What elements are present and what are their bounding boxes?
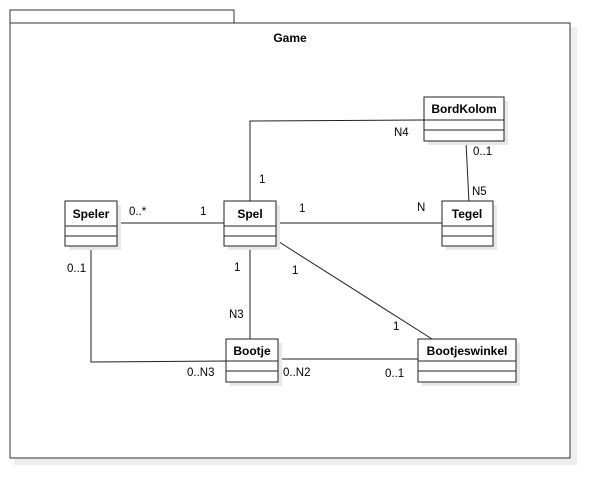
class-box: [223, 200, 277, 247]
class-name: Bootje: [233, 344, 271, 358]
mult-spel-bootje-spel: 1: [234, 262, 240, 274]
mult-spel-tegel-tegel: N: [417, 202, 425, 214]
association-speler-bootje[interactable]: [90, 247, 227, 363]
mult-speler-spel-speler: 0..*: [129, 206, 147, 218]
association-spel-bootjeswinkel[interactable]: [275, 239, 433, 340]
mult-spel-tegel-spel: 1: [299, 203, 305, 215]
package-tab: [9, 9, 235, 24]
mult-spel-bootjeswinkel-winkel: 1: [393, 321, 399, 333]
mult-spel-bootje-bootje: N3: [229, 309, 244, 321]
mult-spel-bordkolom-spel: 1: [259, 174, 265, 186]
class-name: Bootjeswinkel: [427, 344, 508, 358]
mult-spel-bootjeswinkel-spel: 1: [292, 265, 298, 277]
associations: [90, 119, 470, 363]
class-tegel[interactable]: Tegel: [441, 200, 497, 250]
association-bordkolom-tegel[interactable]: [465, 141, 470, 204]
multiplicity-labels: 1 N4 0..1 N5 0..* 1 1 N 1 N3 1 1 0..1 0.…: [67, 127, 492, 380]
class-speler[interactable]: Speler: [64, 200, 121, 250]
class-name: Speler: [73, 207, 110, 221]
mult-bootje-bootjeswinkel-winkel: 0..1: [385, 368, 404, 380]
class-box: [423, 96, 505, 142]
association-spel-bordkolom[interactable]: [249, 119, 425, 203]
class-box: [441, 200, 494, 247]
mult-speler-spel-spel: 1: [200, 206, 206, 218]
class-name: Tegel: [452, 207, 482, 221]
class-bordkolom[interactable]: BordKolom: [423, 96, 508, 145]
package-title: Game: [273, 31, 307, 45]
class-name: BordKolom: [431, 102, 496, 116]
class-bootje[interactable]: Bootje: [225, 338, 282, 386]
mult-speler-bootje-speler: 0..1: [67, 263, 86, 275]
mult-bootje-bootjeswinkel-bootje: 0..N2: [283, 367, 311, 379]
class-spel[interactable]: Spel: [223, 200, 280, 250]
class-name: Spel: [237, 207, 262, 221]
mult-spel-bordkolom-bordkolom: N4: [394, 127, 409, 139]
mult-speler-bootje-bootje: 0..N3: [187, 367, 215, 379]
class-box: [64, 200, 118, 247]
mult-bordkolom-tegel-bordkolom: 0..1: [473, 146, 492, 158]
class-bootjeswinkel[interactable]: Bootjeswinkel: [417, 338, 520, 386]
mult-bordkolom-tegel-tegel: N5: [472, 186, 487, 198]
